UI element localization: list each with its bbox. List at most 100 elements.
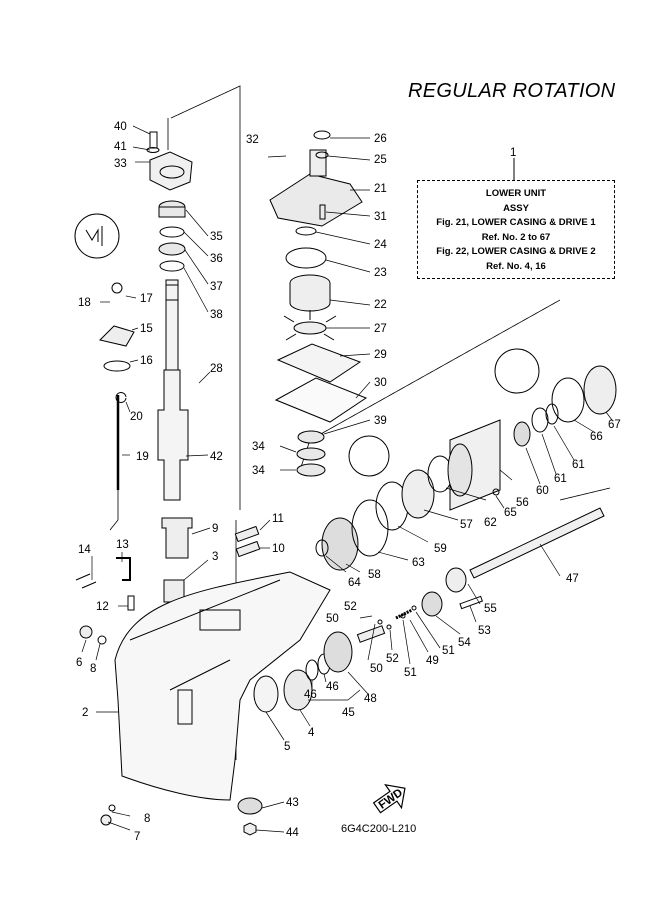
- part-14: [75, 573, 97, 589]
- detail-circle-mid: [348, 435, 390, 477]
- callout-31: 31: [374, 211, 387, 223]
- part-52b: [386, 624, 392, 630]
- callout-61b: 61: [572, 459, 585, 471]
- part-20-clip: [115, 392, 127, 403]
- part-50-shaft: [356, 625, 386, 643]
- info-line-4: Ref. No. 2 to 67: [481, 231, 551, 243]
- part-66: [551, 377, 585, 423]
- part-24: [295, 226, 317, 236]
- assembly-line-prop: [559, 487, 611, 501]
- part-43-pinion: [237, 797, 263, 815]
- part-63: [351, 499, 389, 557]
- part-39: [297, 430, 325, 444]
- callout-39: 39: [374, 415, 387, 427]
- part-37: [158, 242, 186, 256]
- callout-50b: 50: [370, 663, 383, 675]
- callout-53: 53: [478, 625, 491, 637]
- part-42-drive-shaft: [157, 279, 189, 501]
- part-2-lower-casing: [114, 571, 331, 801]
- callout-48: 48: [364, 693, 377, 705]
- callout-34b: 34: [252, 465, 265, 477]
- lower-unit-assy-box: LOWER UNIT ASSY Fig. 21, LOWER CASING & …: [417, 180, 615, 279]
- part-29-plate: [276, 343, 362, 383]
- callout-8-bottom: 8: [144, 813, 150, 825]
- part-67-nut: [583, 365, 617, 415]
- callout-60: 60: [536, 485, 549, 497]
- callout-24: 24: [374, 239, 387, 251]
- callout-14: 14: [78, 544, 91, 556]
- callout-66: 66: [590, 431, 603, 443]
- part-64: [315, 539, 329, 557]
- callout-57: 57: [460, 519, 473, 531]
- part-17: [111, 282, 123, 294]
- detail-circle-top-right: [494, 348, 540, 394]
- callout-34a: 34: [252, 441, 265, 453]
- callout-28: 28: [210, 363, 223, 375]
- callout-43: 43: [286, 797, 299, 809]
- callout-9: 9: [212, 523, 218, 535]
- callout-1: 1: [510, 147, 516, 159]
- callout-55: 55: [484, 603, 497, 615]
- part-27-impeller: [283, 310, 337, 341]
- callout-4: 4: [308, 727, 315, 739]
- part-6: [79, 625, 93, 639]
- callout-50a: 50: [326, 613, 339, 625]
- detail-circle-left: [74, 213, 120, 259]
- callout-63: 63: [412, 557, 425, 569]
- part-21-pump-housing: [269, 130, 363, 227]
- part-44-nut: [243, 822, 257, 836]
- part-12: [127, 595, 135, 611]
- callout-40: 40: [114, 121, 127, 133]
- callout-38: 38: [210, 309, 223, 321]
- callout-19: 19: [136, 451, 149, 463]
- callout-29: 29: [374, 349, 387, 361]
- callout-6: 6: [76, 657, 82, 669]
- callout-59: 59: [434, 543, 447, 555]
- callout-5: 5: [284, 741, 290, 753]
- callout-52a: 52: [344, 601, 357, 613]
- info-line-2: ASSY: [503, 202, 529, 214]
- callout-20: 20: [130, 411, 143, 423]
- callout-33: 33: [114, 158, 127, 170]
- callout-52b: 52: [386, 653, 399, 665]
- part-65: [492, 488, 500, 496]
- callout-16: 16: [140, 355, 153, 367]
- callout-21: 21: [374, 183, 387, 195]
- part-33-cap: [146, 131, 193, 191]
- callout-35: 35: [210, 231, 223, 243]
- callout-12: 12: [96, 601, 109, 613]
- part-13: [116, 557, 131, 581]
- part-8-top: [97, 635, 107, 645]
- callout-49: 49: [426, 655, 439, 667]
- callout-58: 58: [368, 569, 381, 581]
- part-25: [315, 151, 329, 159]
- part-11: [234, 525, 260, 543]
- callout-3: 3: [212, 551, 218, 563]
- part-57: [401, 469, 435, 519]
- callout-42: 42: [210, 451, 223, 463]
- callout-labels: 1 2 3 4 5 6 7 8 8 9 10 11 12 13 14 15 16…: [76, 121, 621, 843]
- part-60: [513, 421, 531, 447]
- info-line-6: Ref. No. 4, 16: [486, 260, 546, 272]
- callout-56: 56: [516, 497, 529, 509]
- callout-32: 32: [246, 134, 259, 146]
- part-16: [103, 360, 131, 372]
- callout-8-top: 8: [90, 663, 96, 675]
- callout-36: 36: [210, 253, 223, 265]
- callout-17: 17: [140, 293, 153, 305]
- part-36: [159, 226, 185, 238]
- callout-7: 7: [134, 831, 140, 843]
- callout-62: 62: [484, 517, 497, 529]
- callout-61a: 61: [554, 473, 567, 485]
- part-52a: [377, 619, 383, 625]
- callout-13: 13: [116, 539, 129, 551]
- callout-54: 54: [458, 637, 471, 649]
- part-54-clutch: [421, 591, 443, 617]
- callout-10: 10: [272, 543, 285, 555]
- part-15: [99, 325, 135, 347]
- callout-41: 41: [114, 141, 127, 153]
- part-46a: [305, 659, 319, 681]
- part-48-gear: [323, 631, 353, 673]
- part-26: [313, 130, 331, 140]
